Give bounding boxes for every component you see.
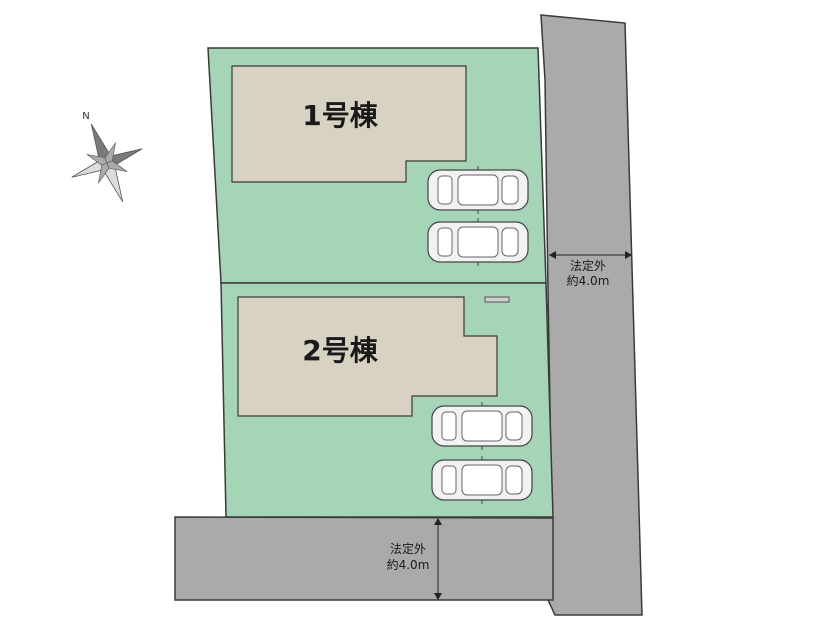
building-2-label: 2号棟	[302, 334, 378, 367]
car-icon	[427, 218, 529, 266]
building-1-label: 1号棟	[302, 99, 378, 132]
east-road-dimension	[549, 251, 632, 259]
building-2	[237, 296, 498, 417]
building-1	[231, 65, 467, 183]
compass-rose-icon	[71, 123, 143, 203]
car-icon	[431, 456, 533, 504]
south-road-label-line1: 法定外	[390, 541, 426, 556]
south-road-label-line2: 約4.0m	[387, 557, 430, 572]
car-icon	[431, 402, 533, 450]
cars-layer	[427, 166, 533, 504]
east-road-label: 法定外 約4.0m	[556, 258, 620, 288]
south-road-label: 法定外 約4.0m	[387, 541, 430, 572]
south-road-dimension	[434, 518, 442, 600]
south-road	[174, 516, 554, 601]
east-road-label-line1: 法定外	[570, 258, 606, 273]
meter-marker	[484, 296, 510, 303]
compass-north-label: N	[82, 111, 89, 122]
car-icon	[427, 166, 529, 214]
east-road	[540, 14, 643, 616]
east-road-label-line2: 約4.0m	[567, 273, 610, 288]
